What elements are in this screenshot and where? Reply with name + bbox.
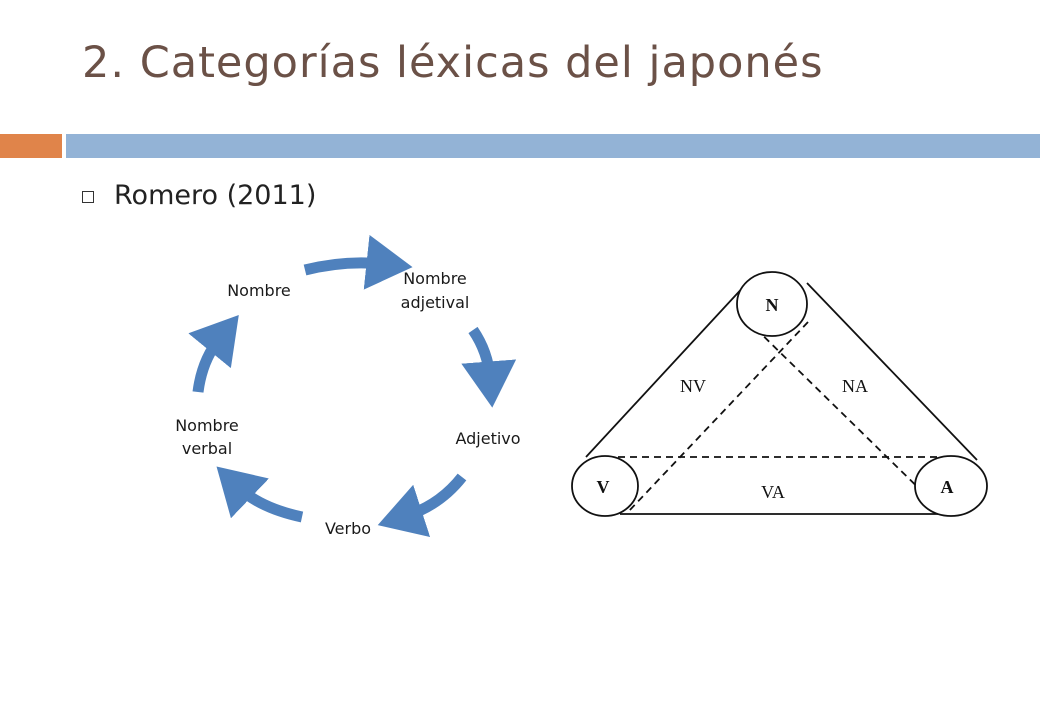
triangle-dashed-top-to-right bbox=[746, 319, 942, 511]
triangle-dashed-top-to-left bbox=[627, 321, 809, 513]
bullet-text: Romero (2011) bbox=[114, 180, 317, 211]
triangle-edge-label-na: NA bbox=[842, 376, 868, 396]
accent-band-orange bbox=[0, 134, 62, 158]
cycle-node-nombre-verbal-line2: verbal bbox=[182, 439, 232, 458]
triangle-vertex-circle-v bbox=[571, 455, 639, 517]
cycle-node-adjetivo: Adjetivo bbox=[455, 429, 520, 448]
cycle-node-nombre-adjetival-line1: Nombre bbox=[403, 269, 467, 288]
triangle-vertex-circle-a bbox=[914, 455, 988, 517]
triangle-vertex-circle-n bbox=[736, 271, 808, 337]
triangle-edge-label-nv: NV bbox=[680, 376, 706, 396]
triangle-edge-right bbox=[806, 282, 978, 461]
accent-band-blue bbox=[66, 134, 1040, 158]
cycle-node-nombre-verbal-line1: Nombre bbox=[175, 416, 239, 435]
triangle-edge-left bbox=[585, 282, 748, 458]
triangle-vertex-label-v: V bbox=[597, 477, 610, 497]
cycle-arrow-nombre-verbal-to-nombre bbox=[188, 315, 239, 393]
triangle-edge-label-va: VA bbox=[761, 482, 785, 502]
bullet-square-icon bbox=[82, 191, 94, 203]
cycle-arrow-adjetivo-to-verbo bbox=[377, 473, 467, 538]
cycle-arrow-verbo-to-nombre-verbal bbox=[216, 466, 304, 523]
triangle-diagram bbox=[571, 271, 988, 517]
cycle-arrow-nombre-to-nombre-adjetival bbox=[303, 234, 413, 290]
triangle-vertex-label-a: A bbox=[941, 477, 954, 497]
slide-title: 2. Categorías léxicas del japonés bbox=[82, 38, 824, 88]
cycle-node-nombre-adjetival-line2: adjetival bbox=[401, 293, 470, 312]
cycle-node-verbo: Verbo bbox=[325, 519, 371, 538]
cycle-arrow-nombre-adjetival-to-adjetivo bbox=[461, 326, 517, 408]
cycle-node-nombre: Nombre bbox=[227, 281, 291, 300]
triangle-vertex-label-n: N bbox=[766, 295, 779, 315]
cycle-diagram: Nombre adjetival Adjetivo Verbo Nombre v… bbox=[175, 234, 521, 538]
